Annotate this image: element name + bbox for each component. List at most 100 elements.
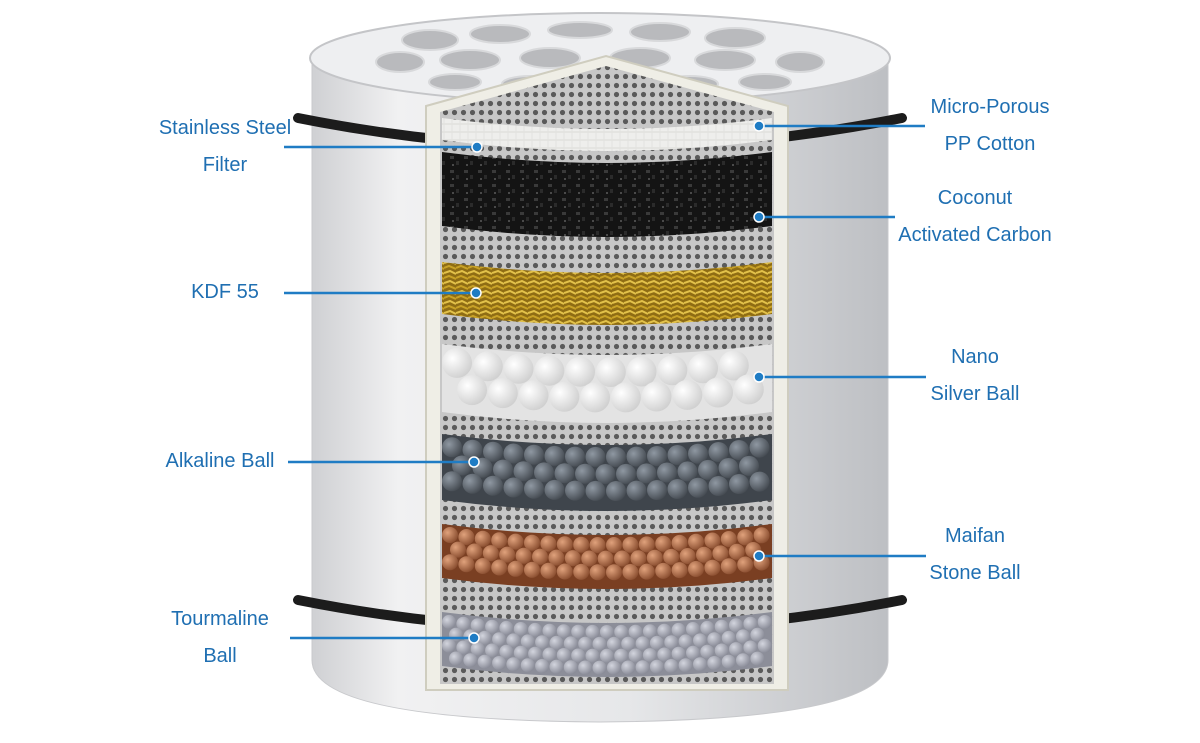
tourmaline-ball — [477, 630, 492, 645]
nano-silver-ball — [580, 382, 610, 413]
nano-silver-ball — [595, 357, 626, 387]
tourmaline-ball — [628, 624, 643, 639]
alkaline-ball — [595, 464, 616, 484]
leader-alkaline-dot — [468, 456, 480, 468]
label-line: Maifan — [944, 525, 1006, 547]
alkaline-ball — [657, 462, 677, 483]
maifan-stone-ball — [679, 548, 696, 564]
tourmaline-ball — [506, 633, 521, 648]
label-nano-silver-ball: Nano Silver Ball — [905, 339, 1045, 413]
tourmaline-ball — [750, 651, 765, 666]
tourmaline-ball — [707, 656, 722, 670]
maifan-stone-ball — [614, 550, 630, 567]
tourmaline-ball — [700, 644, 715, 659]
maifan-stone-ball — [482, 545, 499, 562]
tourmaline-ball — [499, 644, 514, 659]
maifan-stone-ball — [728, 543, 745, 560]
maifan-stone-ball — [466, 543, 483, 560]
tourmaline-ball — [599, 625, 614, 639]
maifan-stone-ball — [720, 531, 737, 547]
tourmaline-ball — [714, 619, 729, 634]
maifan-stone-ball — [507, 560, 524, 577]
tourmaline-ball — [614, 648, 629, 663]
tourmaline-ball — [520, 658, 535, 673]
maifan-stone-ball — [597, 550, 614, 567]
maifan-stone-ball — [622, 564, 639, 580]
alkaline-ball — [483, 475, 503, 496]
alkaline-ball — [626, 480, 647, 501]
alkaline-ball — [729, 474, 749, 494]
tourmaline-ball — [592, 660, 607, 675]
alkaline-ball — [585, 480, 606, 501]
label-micro-porous-pp-cotton: Micro-Porous PP Cotton — [905, 89, 1075, 163]
maifan-stone-ball — [540, 535, 557, 552]
tourmaline-ball — [542, 647, 557, 662]
tourmaline-ball — [649, 659, 664, 674]
tourmaline-ball — [743, 640, 758, 655]
alkaline-ball — [452, 455, 472, 476]
tourmaline-ball — [707, 632, 722, 647]
tourmaline-ball — [499, 620, 514, 635]
maifan-stone-ball — [655, 562, 672, 579]
alkaline-ball — [708, 476, 729, 496]
tourmaline-ball — [628, 648, 643, 663]
tourmaline-ball — [492, 656, 507, 670]
tourmaline-ball — [485, 619, 500, 634]
tourmaline-ball — [635, 660, 650, 675]
tourmaline-ball — [664, 635, 679, 650]
maifan-stone-ball — [704, 559, 721, 576]
alkaline-ball — [483, 441, 503, 462]
maifan-stone-ball — [524, 561, 540, 578]
maifan-stone-ball — [589, 537, 606, 553]
tourmaline-ball — [492, 632, 507, 647]
maifan-stone-ball — [507, 533, 524, 550]
maifan-stone-ball — [581, 550, 598, 567]
alkaline-ball — [708, 442, 729, 462]
tourmaline-ball — [736, 653, 750, 668]
tourmaline-ball — [585, 648, 600, 663]
tourmaline-ball — [549, 635, 564, 650]
label-line: Coconut — [937, 187, 1013, 209]
maifan-stone-ball — [622, 536, 639, 553]
leader-pp-cotton-dot — [753, 120, 765, 132]
alkaline-ball — [688, 477, 708, 498]
alkaline-ball — [554, 463, 575, 484]
leader-nano-silver-dot — [753, 371, 765, 383]
maifan-stone-ball — [532, 548, 548, 565]
label-line: PP Cotton — [944, 133, 1036, 155]
alkaline-ball — [739, 455, 759, 476]
tourmaline-ball — [642, 648, 657, 663]
alkaline-ball — [626, 446, 647, 467]
maifan-stone-ball — [515, 547, 532, 564]
tourmaline-ball — [571, 624, 586, 639]
tourmaline-ball — [470, 618, 485, 633]
cap-opening — [547, 21, 613, 39]
nano-silver-ball — [503, 353, 534, 384]
leader-tourmaline-dot — [468, 632, 480, 644]
cap-opening — [694, 49, 756, 71]
tourmaline-ball — [736, 629, 750, 644]
maifan-stone-ball — [556, 536, 573, 553]
alkaline-ball — [718, 458, 739, 478]
tourmaline-ball — [729, 642, 743, 657]
maifan-stone-ball — [524, 534, 540, 551]
tourmaline-ball — [442, 638, 456, 653]
maifan-stone-ball — [556, 563, 573, 580]
tourmaline-ball — [757, 615, 772, 629]
label-tourmaline-ball: Tourmaline Ball — [150, 601, 290, 675]
nano-silver-ball — [565, 356, 595, 387]
alkaline-ball — [524, 478, 544, 499]
label-line: Stainless Steel — [158, 117, 292, 139]
maifan-stone-ball — [753, 527, 770, 544]
tourmaline-ball — [686, 622, 700, 636]
alkaline-ball — [462, 473, 483, 494]
maifan-stone-ball — [573, 536, 590, 553]
tourmaline-ball — [449, 651, 463, 666]
tourmaline-ball — [456, 616, 471, 631]
label-line: Silver Ball — [930, 383, 1020, 405]
maifan-stone-ball — [663, 548, 680, 565]
maifan-stone-ball — [589, 564, 606, 581]
nano-silver-ball — [641, 381, 672, 412]
